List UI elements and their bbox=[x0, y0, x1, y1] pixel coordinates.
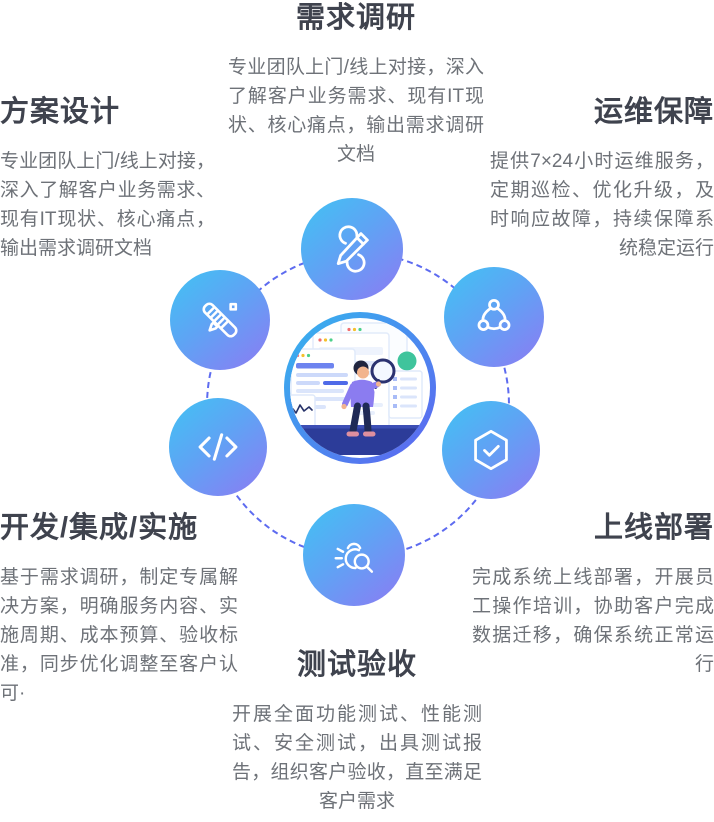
stage-deployment-title: 上线部署 bbox=[593, 512, 714, 544]
stage-design: 方案设计 专业团队上门/线上对接，深入了解客户业务需求、现有IT现状、核心痛点，… bbox=[0, 95, 215, 263]
stage-development: 开发/集成/实施 基于需求调研，制定专属解决方案，明确服务内容、实施周期、成本预… bbox=[0, 511, 238, 708]
network-nodes-icon bbox=[477, 298, 511, 331]
stage-testing-description: 开展全面功能测试、性能测试、安全测试，出具测试报告，组织客户验收，直至满足客户需… bbox=[232, 703, 482, 812]
center-illustration bbox=[283, 311, 437, 465]
bubble-requirements bbox=[301, 198, 403, 300]
pencil-edit-icon bbox=[336, 225, 369, 273]
stage-operations: 运维保障 提供7×24小时运维服务，定期巡检、优化升级，及时响应故障，持续保障系… bbox=[490, 95, 714, 263]
bubble-operations bbox=[444, 267, 544, 367]
stage-testing-title: 测试验收 bbox=[296, 649, 417, 681]
green-dot-accent bbox=[397, 351, 417, 371]
stage-requirements-description: 专业团队上门/线上对接，深入了解客户业务需求、现有IT现状、核心痛点，输出需求调… bbox=[228, 56, 484, 165]
stage-requirements: 需求调研 专业团队上门/线上对接，深入了解客户业务需求、现有IT现状、核心痛点，… bbox=[228, 1, 484, 169]
stage-deployment-description: 完成系统上线部署，开展员工操作培训，协助客户完成数据迁移，确保系统正常运行 bbox=[472, 566, 714, 675]
stage-deployment: 上线部署 完成系统上线部署，开展员工操作培训，协助客户完成数据迁移，确保系统正常… bbox=[472, 511, 714, 679]
stage-requirements-title: 需求调研 bbox=[295, 2, 416, 34]
bubble-testing bbox=[303, 504, 405, 606]
code-icon bbox=[198, 433, 238, 461]
stage-operations-title: 运维保障 bbox=[593, 96, 714, 128]
stage-testing: 测试验收 开展全面功能测试、性能测试、安全测试，出具测试报告，组织客户验收，直至… bbox=[232, 648, 482, 816]
magnifier-icon bbox=[370, 358, 396, 384]
hexagon-check-icon bbox=[474, 429, 508, 471]
ruler-pencil-icon bbox=[202, 302, 238, 338]
bug-search-icon bbox=[334, 542, 374, 573]
bubble-deployment bbox=[442, 401, 540, 499]
analysis-scene-illustration bbox=[284, 312, 436, 464]
stage-design-title: 方案设计 bbox=[0, 96, 121, 128]
stage-operations-description: 提供7×24小时运维服务，定期巡检、优化升级，及时响应故障，持续保障系统稳定运行 bbox=[490, 150, 714, 259]
bubble-development bbox=[169, 398, 267, 496]
stage-development-description: 基于需求调研，制定专属解决方案，明确服务内容、实施周期、成本预算、验收标准，同步… bbox=[0, 566, 238, 704]
stage-development-title: 开发/集成/实施 bbox=[0, 512, 199, 544]
bubble-design bbox=[170, 270, 270, 370]
stage-design-description: 专业团队上门/线上对接，深入了解客户业务需求、现有IT现状、核心痛点，输出需求调… bbox=[0, 150, 215, 259]
person-figure bbox=[341, 358, 396, 437]
